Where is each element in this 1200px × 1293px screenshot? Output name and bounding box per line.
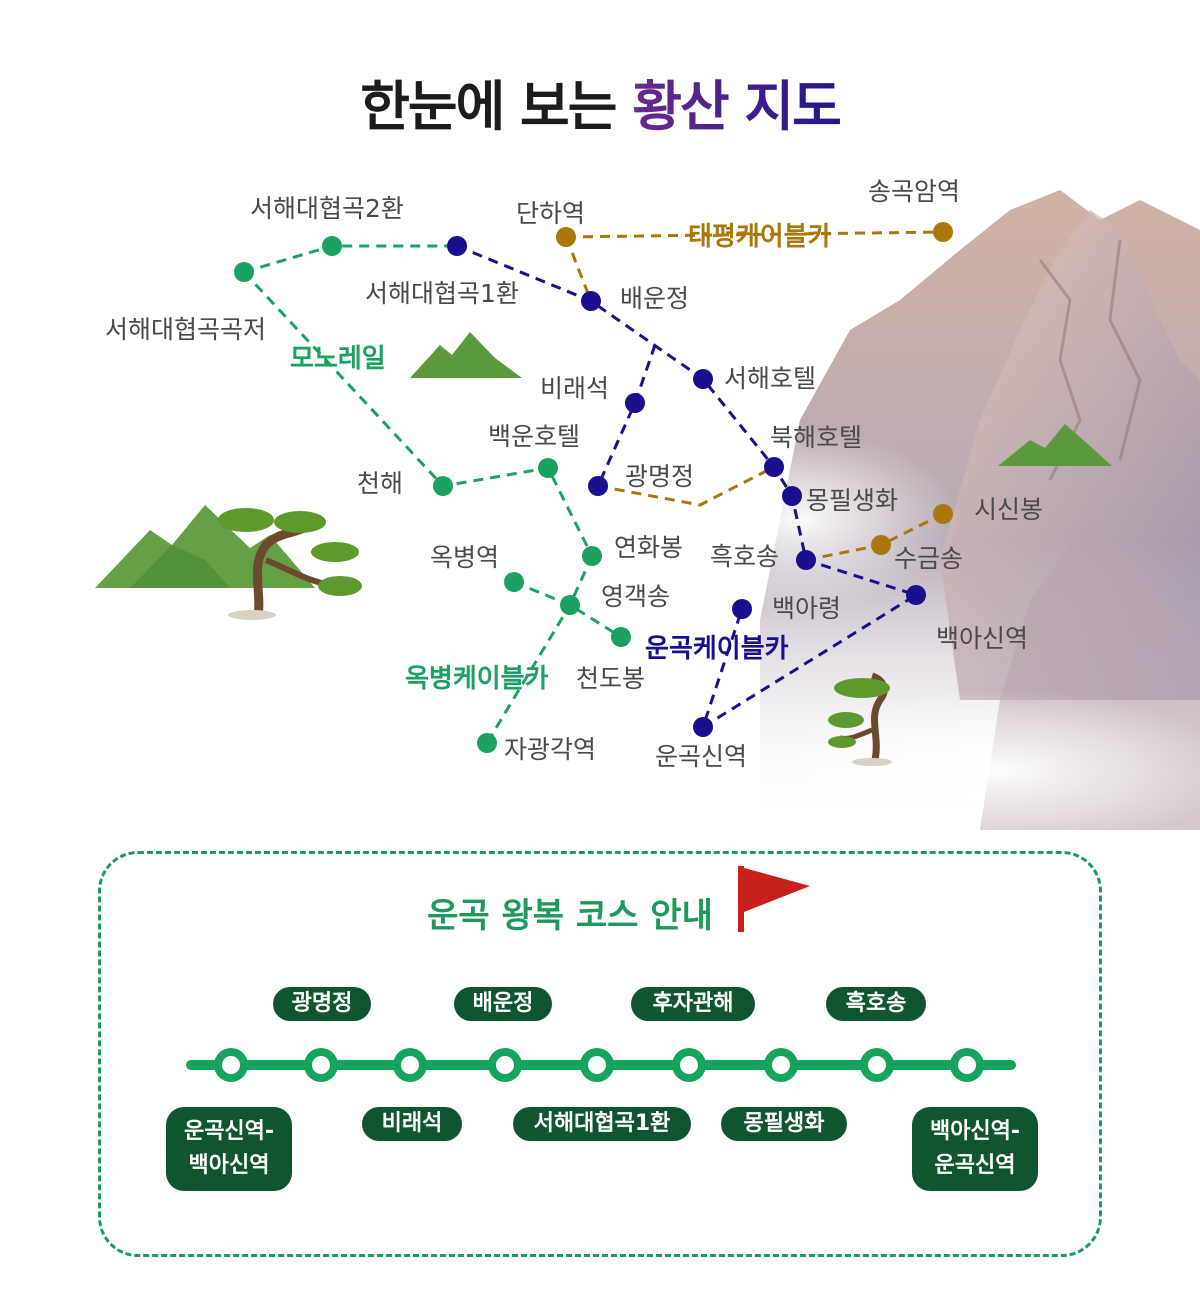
station-dot-birae xyxy=(625,393,645,413)
station-dot-cheonhae xyxy=(433,476,453,496)
station-dot-yeonggaek xyxy=(560,595,580,615)
station-label-cheonhae: 천해 xyxy=(357,469,403,498)
station-dot-danha xyxy=(556,227,576,247)
course-stop xyxy=(304,1048,338,1082)
route-line xyxy=(597,465,775,507)
station-label-baekaryeong: 백아령 xyxy=(772,594,841,623)
course-stop xyxy=(672,1048,706,1082)
station-label-heukhosong: 흑호송 xyxy=(710,542,779,571)
flag-icon xyxy=(738,866,810,932)
course-label-line: 백아신역- xyxy=(929,1119,1021,1144)
pine-tree-illustration xyxy=(95,505,362,620)
station-dot-sh_hotel xyxy=(693,369,713,389)
station-label-yeonggaeksong: 영객송 xyxy=(601,582,670,611)
station-dot-gokjeo xyxy=(234,262,254,282)
title-main: 한눈에 보는 xyxy=(360,75,617,138)
course-title: 운곡 왕복 코스 안내 xyxy=(0,888,1200,937)
pine-tree-illustration xyxy=(828,672,892,766)
station-label-seohae-1: 서해대협곡1환 xyxy=(365,279,519,308)
course-stop xyxy=(764,1048,798,1082)
station-label-jagwang: 자광각역 xyxy=(504,735,596,764)
station-label-bukhae-hotel: 북해호텔 xyxy=(770,423,862,452)
station-dot-baeun xyxy=(581,291,601,311)
line-label-okbyeong-cable: 옥병케이블카 xyxy=(405,664,549,694)
course-stop xyxy=(860,1048,894,1082)
station-dot-bk_hotel xyxy=(764,457,784,477)
small-hill-icon xyxy=(410,332,522,378)
map: 서해대협곡곡저 서해대협곡2환 서해대협곡1환 단하역 송곡암역 배운정 비래석… xyxy=(95,177,1200,830)
station-label-baeka-station: 백아신역 xyxy=(936,624,1028,653)
course-label-top: 흑호송 xyxy=(826,987,926,1021)
course-stop xyxy=(393,1048,427,1082)
line-label-ungok-cable: 운곡케이블카 xyxy=(645,634,789,664)
station-dot-songgok xyxy=(933,222,953,242)
line-labels: 모노레일 태평케이블카 옥병케이블카 운곡케이블카 xyxy=(290,222,832,694)
station-dot-ungok xyxy=(693,717,713,737)
route-line xyxy=(565,230,944,239)
station-labels: 서해대협곡곡저 서해대협곡2환 서해대협곡1환 단하역 송곡암역 배운정 비래석… xyxy=(105,177,1043,771)
course-guide-box xyxy=(98,851,1102,1257)
station-label-sugeumsong: 수금송 xyxy=(894,544,963,573)
course-label-bottom: 백아신역- 운곡신역 xyxy=(912,1107,1038,1191)
station-label-ungok: 운곡신역 xyxy=(655,742,747,771)
course-stop xyxy=(580,1048,614,1082)
station-dot-heuk xyxy=(796,550,816,570)
station-dots xyxy=(234,222,953,753)
station-label-danha: 단하역 xyxy=(516,199,585,228)
course-label-top: 광명정 xyxy=(273,987,371,1021)
course-label-line: 백아신역 xyxy=(188,1153,270,1178)
station-label-cheondobong: 천도봉 xyxy=(576,664,645,693)
course-stop xyxy=(950,1048,984,1082)
station-dot-jagwang xyxy=(477,733,497,753)
small-hill-icon xyxy=(998,424,1112,466)
course-label-top: 배운정 xyxy=(454,987,552,1021)
course-stop xyxy=(214,1048,248,1082)
course-stop xyxy=(488,1048,522,1082)
station-label-seohae-2: 서해대협곡2환 xyxy=(250,194,404,223)
station-dot-gwang xyxy=(588,476,608,496)
station-dot-baekar xyxy=(732,599,752,619)
line-label-taeping: 태평케이블카 xyxy=(688,222,832,252)
station-label-baeunjeong: 배운정 xyxy=(620,284,689,313)
station-label-mongpil: 몽필생화 xyxy=(806,486,898,515)
station-label-sisinbong: 시신봉 xyxy=(974,495,1043,524)
station-dot-cheondo xyxy=(611,627,631,647)
station-dot-okbyeong xyxy=(504,572,524,592)
route-line xyxy=(485,555,594,744)
course-label-top: 후자관해 xyxy=(631,987,755,1021)
station-label-okbyeong: 옥병역 xyxy=(430,543,499,572)
station-label-biraeseok: 비래석 xyxy=(540,374,609,403)
station-dot-baegun xyxy=(538,458,558,478)
station-dot-s1 xyxy=(447,236,467,256)
route-line xyxy=(242,270,594,557)
course-title-text: 운곡 왕복 코스 안내 xyxy=(427,896,713,936)
station-dot-sisin xyxy=(933,504,953,524)
station-dot-baeka xyxy=(906,585,926,605)
station-label-baegun-hotel: 백운호텔 xyxy=(488,422,580,451)
course-label-bottom: 서해대협곡1환 xyxy=(513,1107,691,1141)
station-label-seohae-hotel: 서해호텔 xyxy=(724,364,816,393)
station-label-gwangmyeongjeong: 광명정 xyxy=(625,462,694,491)
route-line xyxy=(564,236,593,302)
station-label-songgok: 송곡암역 xyxy=(868,177,960,206)
route-line xyxy=(596,344,657,487)
route-line xyxy=(243,244,457,274)
line-label-monorail: 모노레일 xyxy=(290,344,386,374)
course-label-bottom: 비래석 xyxy=(362,1107,462,1141)
page-title: 한눈에 보는 황산 지도 xyxy=(0,62,1200,141)
station-label-seohae-gokjeo: 서해대협곡곡저 xyxy=(105,315,266,344)
station-dot-mongpil xyxy=(782,486,802,506)
station-label-yeonhwabong: 연화봉 xyxy=(614,533,683,562)
title-accent: 황산 지도 xyxy=(632,75,842,138)
mountain-illustration xyxy=(640,190,1200,830)
course-label-line: 운곡신역- xyxy=(183,1119,275,1144)
station-dot-s2 xyxy=(322,236,342,256)
station-dot-sugeum xyxy=(871,535,891,555)
station-dot-yeonhwa xyxy=(582,546,602,566)
course-label-line: 운곡신역 xyxy=(934,1153,1016,1178)
course-label-bottom: 몽필생화 xyxy=(721,1107,847,1141)
course-label-bottom: 운곡신역- 백아신역 xyxy=(166,1107,292,1191)
